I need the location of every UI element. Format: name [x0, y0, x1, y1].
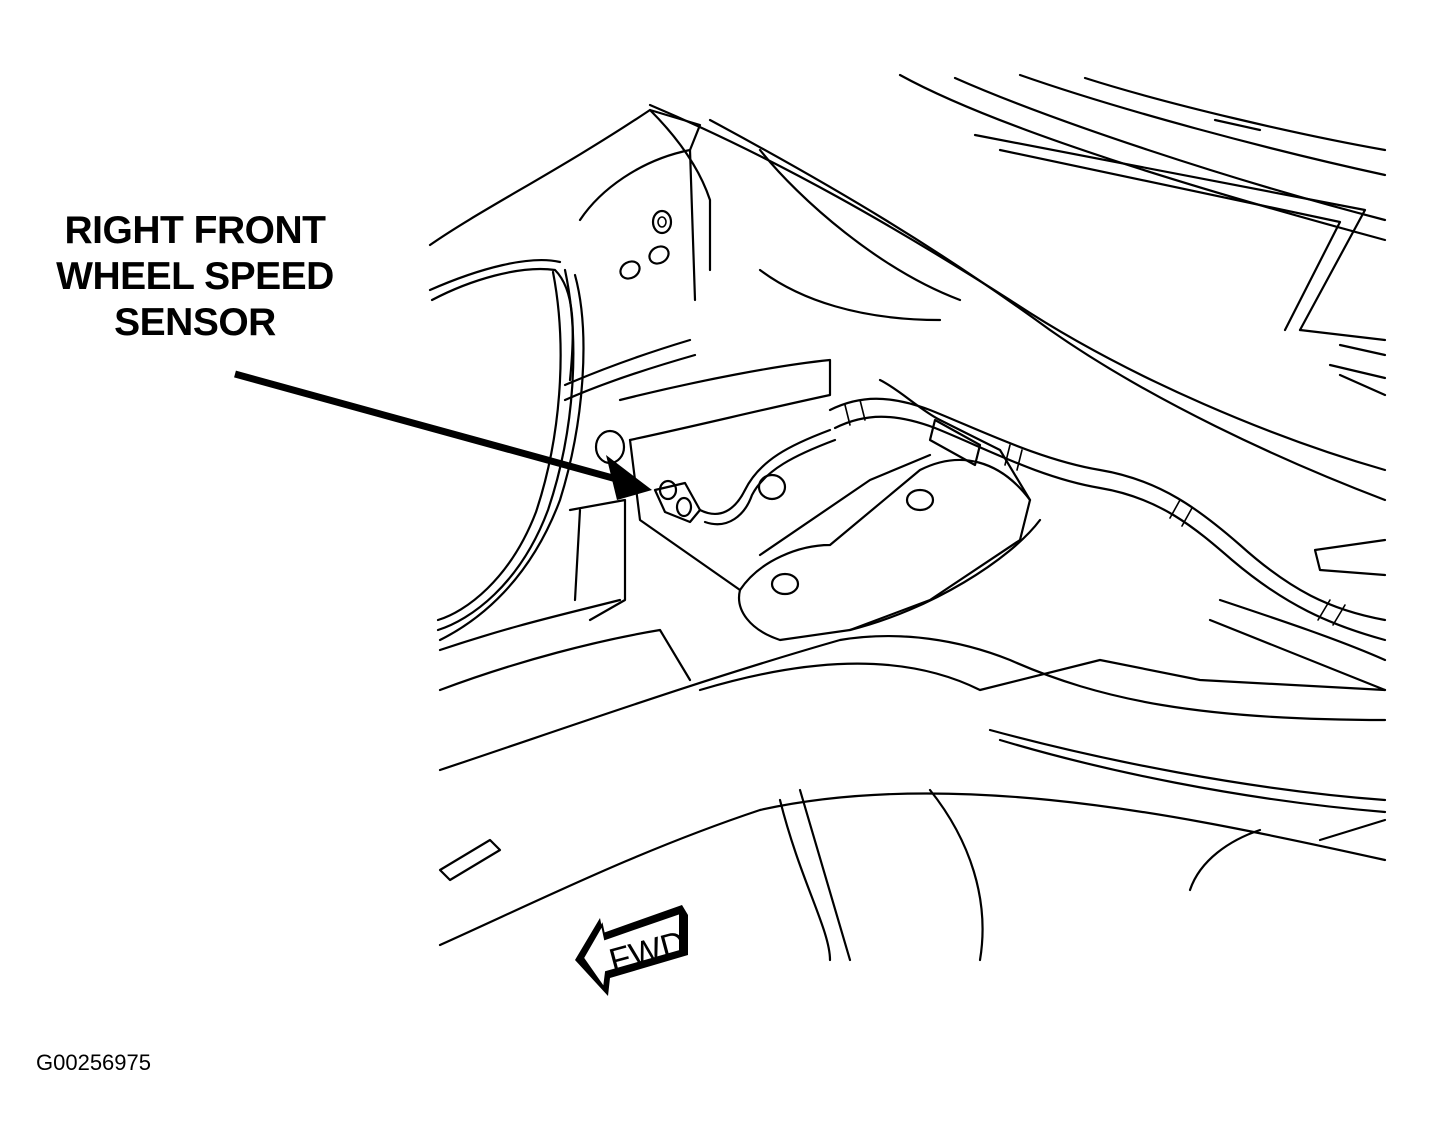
- callout-line-1: RIGHT FRONT: [64, 209, 326, 252]
- strut-tower: [428, 108, 712, 642]
- callout-arrow: [234, 370, 652, 500]
- lower-control-arm: [618, 358, 1042, 642]
- callout-line-3: SENSOR: [114, 301, 276, 344]
- callout-line-2: WHEEL SPEED: [56, 255, 334, 298]
- fender-panel: [898, 73, 1387, 397]
- lower-panel-details: [438, 788, 1387, 962]
- lower-frame-rail: [438, 498, 1387, 814]
- sensor-harness: [828, 397, 1387, 642]
- forward-direction-arrow: FWD: [575, 905, 690, 996]
- figure-id: G00256975: [36, 1050, 151, 1075]
- wheel-speed-sensor: [653, 428, 837, 526]
- upper-frame-rails: [648, 103, 1387, 502]
- sensor-callout-label: RIGHT FRONT WHEEL SPEED SENSOR: [20, 208, 370, 346]
